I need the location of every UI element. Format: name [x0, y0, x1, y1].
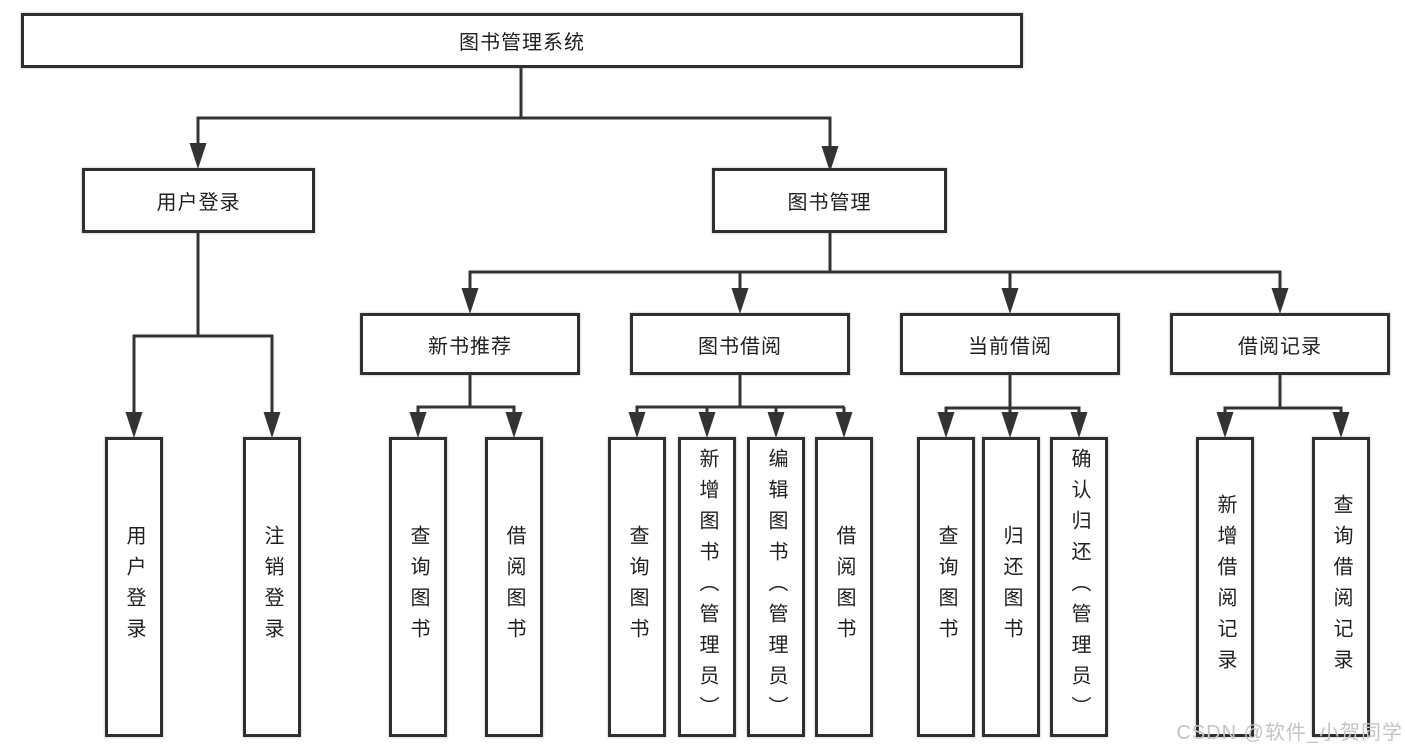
leaf-label: 编辑图书（管理员） [765, 447, 787, 727]
node-current-borrowing: 当前借阅 [900, 313, 1120, 375]
leaf-label: 注销登录 [261, 525, 283, 649]
leaf-label: 查询图书 [407, 525, 429, 649]
node-user-login: 用户登录 [82, 168, 315, 233]
node-label: 用户登录 [156, 192, 241, 214]
leaf-return-books: 归还图书 [982, 437, 1040, 737]
leaf-edit-book-admin: 编辑图书（管理员） [747, 437, 805, 737]
leaf-confirm-return-admin: 确认归还（管理员） [1050, 437, 1108, 737]
node-new-book-recommend: 新书推荐 [360, 313, 580, 375]
leaf-label: 借阅图书 [503, 525, 525, 649]
leaf-label: 查询借阅记录 [1330, 494, 1352, 680]
leaf-label: 查询图书 [935, 525, 957, 649]
leaf-label: 用户登录 [123, 525, 145, 649]
leaf-label: 归还图书 [1000, 525, 1022, 649]
node-label: 图书借阅 [698, 335, 782, 358]
node-label: 新书推荐 [428, 335, 512, 358]
leaf-borrow-books-recommend: 借阅图书 [485, 437, 543, 737]
leaf-query-borrow-record: 查询借阅记录 [1312, 437, 1370, 737]
node-borrowing-records: 借阅记录 [1170, 313, 1390, 375]
leaf-add-book-admin: 新增图书（管理员） [678, 437, 736, 737]
node-root-library-system: 图书管理系统 [21, 13, 1023, 68]
leaf-query-books-recommend: 查询图书 [389, 437, 447, 737]
leaf-query-books-current: 查询图书 [917, 437, 975, 737]
leaf-logout: 注销登录 [243, 437, 301, 737]
leaf-label: 确认归还（管理员） [1068, 447, 1090, 727]
leaf-label: 新增借阅记录 [1214, 494, 1236, 680]
node-book-management: 图书管理 [712, 168, 947, 233]
leaf-label: 查询图书 [626, 525, 648, 649]
node-label: 图书管理系统 [459, 32, 585, 54]
leaf-label: 新增图书（管理员） [696, 447, 718, 727]
leaf-query-books-borrow: 查询图书 [608, 437, 666, 737]
leaf-add-borrow-record: 新增借阅记录 [1196, 437, 1254, 737]
leaf-borrow-books: 借阅图书 [815, 437, 873, 737]
leaf-user-login: 用户登录 [105, 437, 163, 737]
csdn-watermark: CSDN @软件_小贺同学 [1176, 722, 1403, 744]
node-book-borrowing: 图书借阅 [630, 313, 850, 375]
node-label: 借阅记录 [1238, 335, 1322, 358]
leaf-label: 借阅图书 [833, 525, 855, 649]
node-label: 图书管理 [787, 192, 872, 214]
node-label: 当前借阅 [968, 335, 1052, 358]
